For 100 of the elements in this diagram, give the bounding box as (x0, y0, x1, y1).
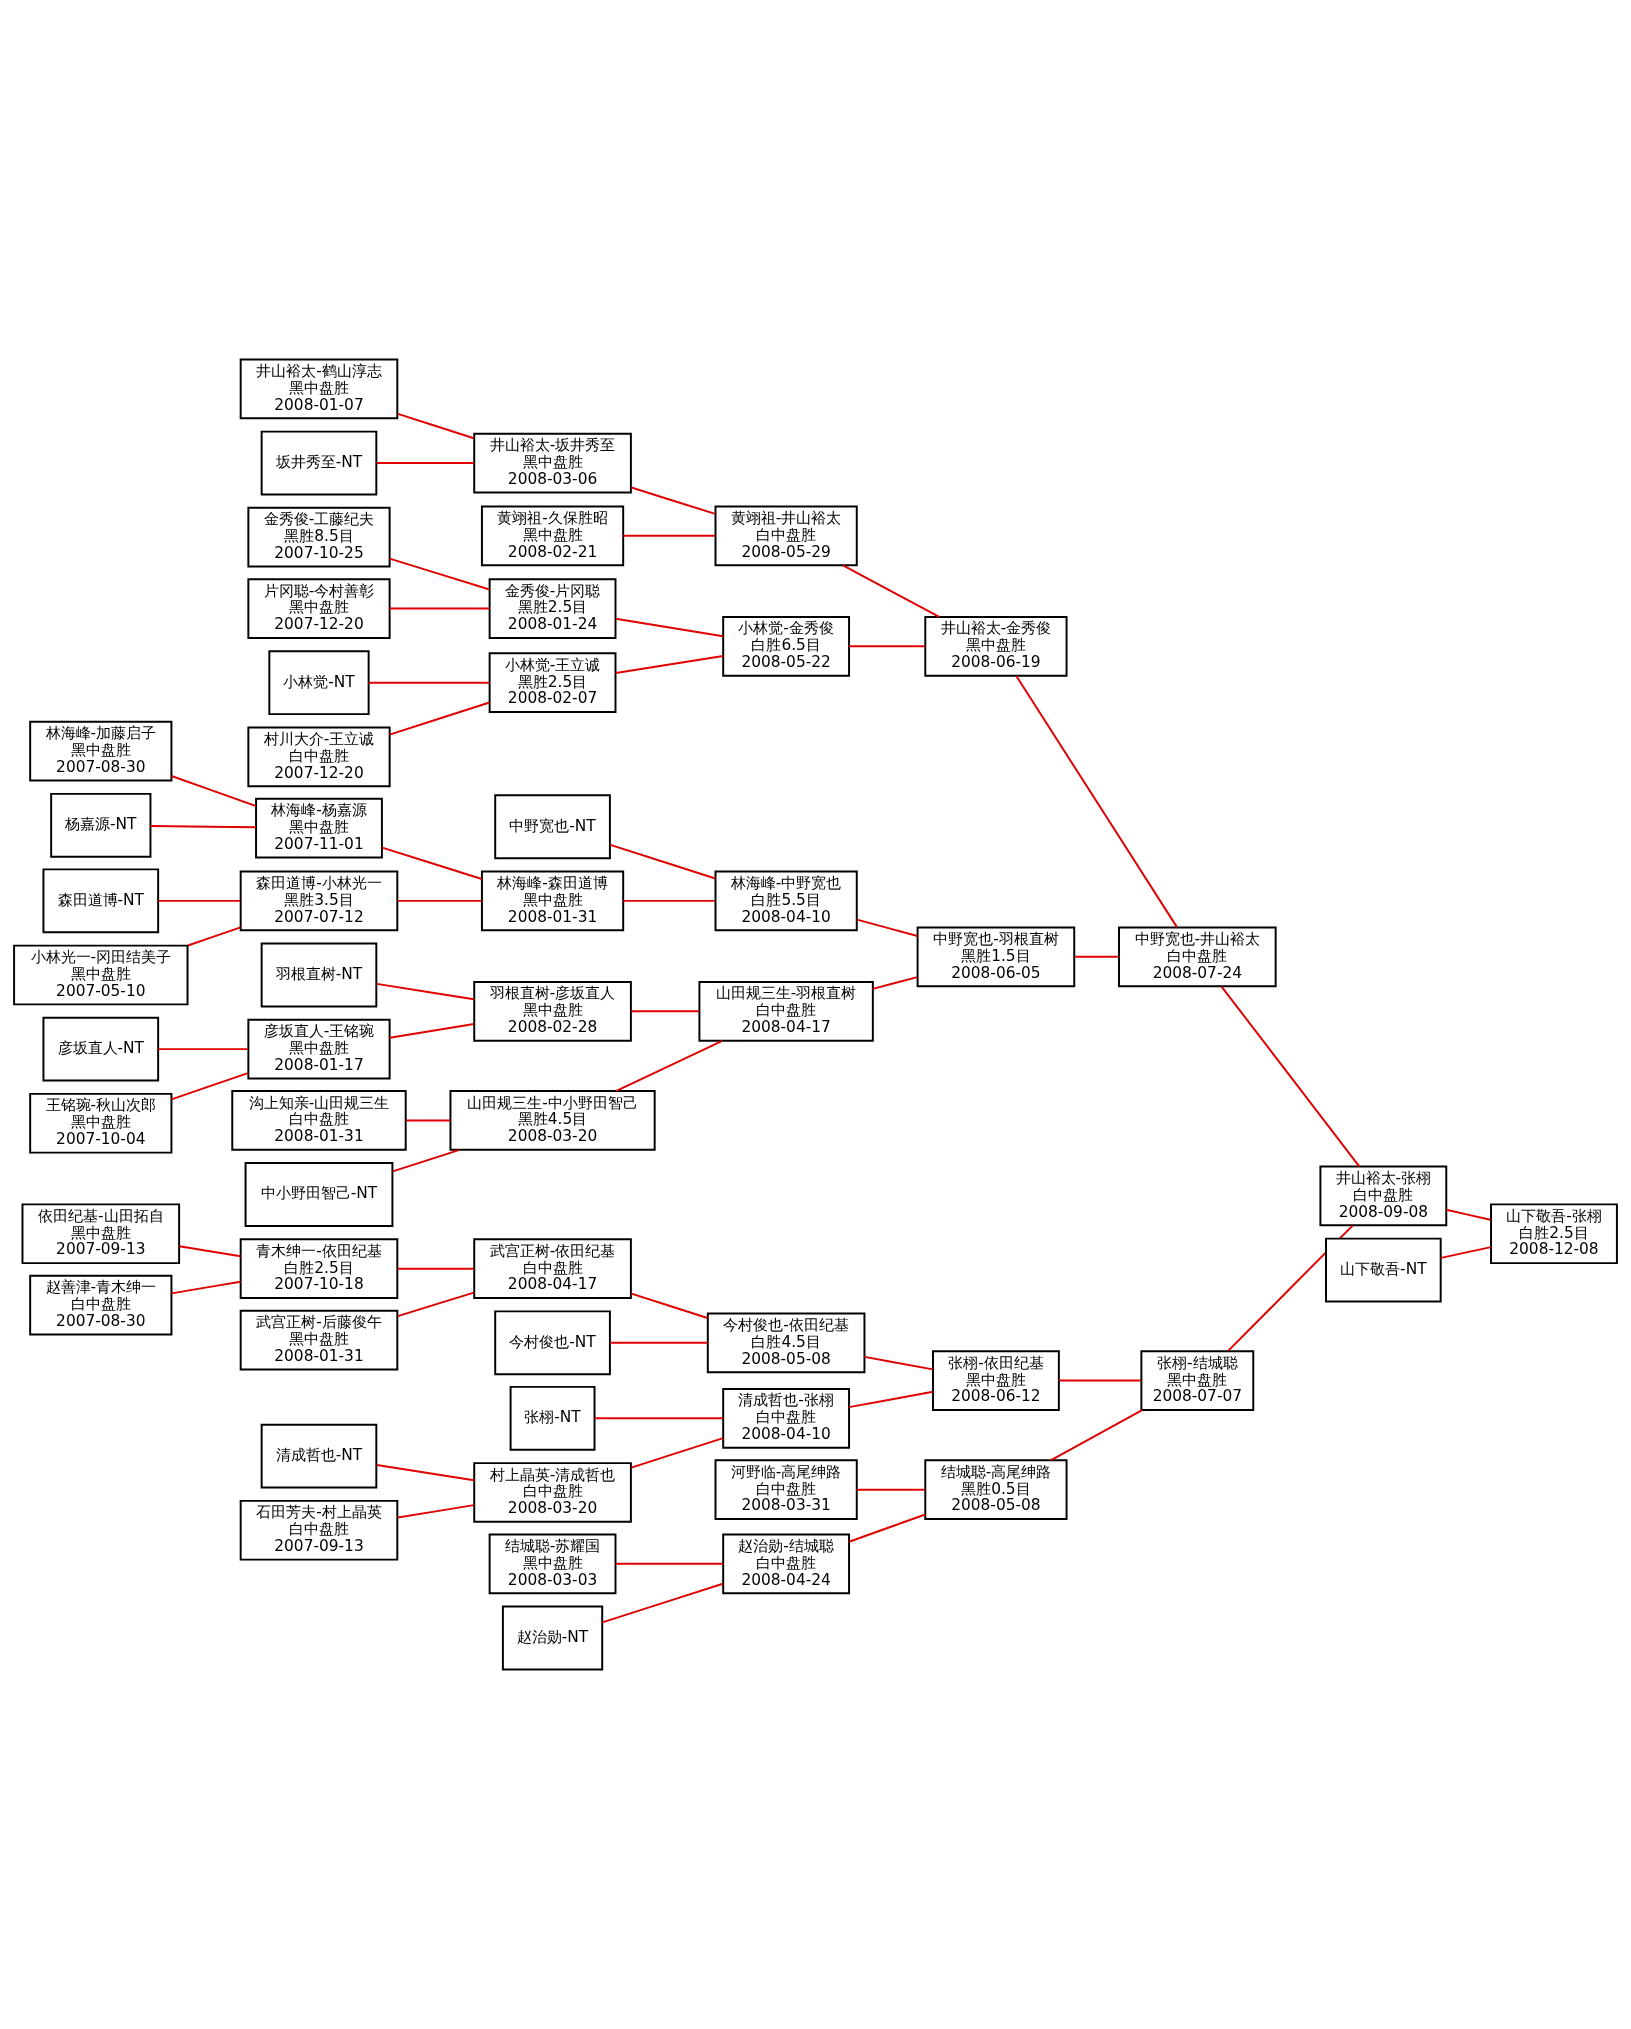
connector (614, 617, 725, 638)
node-box: 彦坂直人-王铭琬 黑中盘胜 2008-01-17 (247, 1018, 391, 1080)
node-box: 河野临-高尾绅路 白中盘胜 2008-03-31 (714, 1459, 858, 1521)
connector (367, 681, 491, 684)
node-box: 林海峰-杨嘉源 黑中盘胜 2007-11-01 (255, 797, 383, 859)
node-box: 清成哲也-张栩 白中盘胜 2008-04-10 (722, 1388, 851, 1449)
connector (170, 775, 257, 808)
connector (157, 1048, 249, 1051)
node-box: 井山裕太-鹤山淳志 黑中盘胜 2008-01-07 (239, 358, 399, 420)
node-box: 井山裕太-金秀俊 黑中盘胜 2008-06-19 (924, 615, 1068, 677)
node-box: 小林觉-NT (268, 650, 370, 716)
connector (842, 564, 941, 618)
node-box: 林海峰-加藤启子 黑中盘胜 2007-08-30 (29, 720, 173, 782)
node-box: 沟上知亲-山田规三生 白中盘胜 2008-01-31 (231, 1090, 407, 1151)
node-box: 森田道博-NT (42, 868, 160, 934)
connector (391, 1148, 461, 1173)
node-box: 张栩-结城聪 黑中盘胜 2008-07-07 (1140, 1350, 1255, 1411)
node-box: 山田规三生-中小野田智己 黑胜4.5目 2008-03-20 (449, 1090, 656, 1151)
connector (388, 557, 491, 591)
node-box: 村川大介-王立诚 白中盘胜 2007-12-20 (247, 726, 391, 788)
connector (848, 1513, 927, 1543)
node-box: 小林光一-冈田结美子 黑中盘胜 2007-05-10 (13, 944, 189, 1006)
connector (1440, 1246, 1492, 1259)
connector (856, 918, 919, 937)
node-box: 赵治勋-结城聪 白中盘胜 2008-04-24 (722, 1533, 851, 1595)
node-box: 中野宽也-井山裕太 白中盘胜 2008-07-24 (1118, 926, 1277, 988)
node-box: 依田纪基-山田拓自 黑中盘胜 2007-09-13 (21, 1203, 181, 1265)
connector (375, 462, 475, 465)
node-box: 石田芳夫-村上晶英 白中盘胜 2007-09-13 (239, 1499, 399, 1561)
node-box: 赵善津-青木绅一 白中盘胜 2007-08-30 (29, 1274, 173, 1336)
node-box: 彦坂直人-NT (42, 1016, 160, 1082)
connector (405, 1119, 452, 1122)
connector (396, 1504, 475, 1519)
connector (848, 1390, 934, 1409)
connector (609, 1341, 709, 1344)
node-box: 羽根直树-彦坂直人 黑中盘胜 2008-02-28 (473, 981, 632, 1042)
node-box: 结城聪-高尾绅路 黑胜0.5目 2008-05-08 (924, 1459, 1068, 1521)
connector (1073, 955, 1120, 958)
node-box: 武宫正树-依田纪基 白中盘胜 2008-04-17 (473, 1238, 632, 1300)
connector (614, 1562, 725, 1565)
node-box: 金秀俊-工藤纪夫 黑胜8.5目 2007-10-25 (247, 506, 391, 568)
node-box: 张栩-依田纪基 黑中盘胜 2008-06-12 (932, 1350, 1060, 1411)
connector (381, 846, 483, 880)
node-box: 中野宽也-NT (494, 794, 611, 860)
connector (871, 976, 919, 990)
connector (157, 899, 242, 902)
node-box: 山下敬吾-张栩 白胜2.5目 2008-12-08 (1490, 1203, 1618, 1265)
connector (1220, 985, 1361, 1168)
node-box: 小林觉-王立诚 黑胜2.5目 2008-02-07 (488, 652, 617, 714)
connector (170, 1072, 249, 1101)
connector (149, 825, 257, 829)
node-box: 井山裕太-张栩 白中盘胜 2008-09-08 (1319, 1165, 1448, 1227)
connector (1015, 675, 1178, 929)
node-box: 清成哲也-NT (260, 1423, 378, 1489)
node-box: 羽根直树-NT (260, 942, 378, 1008)
connector (630, 1292, 709, 1319)
connector (388, 701, 491, 736)
connector (396, 412, 475, 440)
connector (1058, 1379, 1142, 1382)
connector (601, 1582, 724, 1624)
node-box: 林海峰-中野宽也 白胜5.5目 2008-04-10 (714, 870, 858, 932)
connector (396, 1291, 475, 1318)
node-box: 武宫正树-后藤俊午 黑中盘胜 2008-01-31 (239, 1309, 399, 1371)
connector (388, 607, 491, 610)
connector (630, 1010, 701, 1013)
node-box: 坂井秀至-NT (260, 430, 378, 496)
node-box: 张栩-NT (509, 1385, 596, 1451)
node-box: 杨嘉源-NT (50, 792, 152, 858)
node-box: 山下敬吾-NT (1325, 1237, 1442, 1303)
connector (593, 1417, 725, 1420)
connector (1227, 1224, 1354, 1352)
node-box: 森田道博-小林光一 黑胜3.5目 2007-07-12 (239, 870, 399, 932)
node-box: 王铭琬-秋山次郎 黑中盘胜 2007-10-04 (29, 1092, 173, 1154)
connector (630, 486, 717, 515)
node-box: 片冈聪-今村善彰 黑中盘胜 2007-12-20 (247, 578, 391, 639)
connector (170, 1280, 242, 1295)
connector (614, 655, 725, 674)
node-box: 今村俊也-依田纪基 白胜4.5目 2008-05-08 (706, 1312, 866, 1374)
node-box: 山田规三生-羽根直树 白中盘胜 2008-04-17 (698, 981, 874, 1042)
node-box: 黄翊祖-井山裕太 白中盘胜 2008-05-29 (714, 505, 858, 567)
node-box: 黄翊祖-久保胜昭 黑中盘胜 2008-02-21 (480, 505, 625, 567)
node-box: 青木绅一-依田纪基 白胜2.5目 2007-10-18 (239, 1238, 399, 1300)
connector (630, 1437, 725, 1469)
connector (609, 843, 717, 880)
node-box: 井山裕太-坂井秀至 黑中盘胜 2008-03-06 (473, 432, 632, 494)
node-box: 结城聪-苏耀国 黑中盘胜 2008-03-03 (488, 1533, 617, 1595)
connector (856, 1488, 927, 1491)
node-box: 金秀俊-片冈聪 黑胜2.5目 2008-01-24 (488, 578, 617, 639)
connector (186, 926, 242, 947)
connector (622, 534, 717, 537)
connector (615, 1039, 724, 1092)
node-box: 中野宽也-羽根直树 黑胜1.5目 2008-06-05 (916, 926, 1076, 988)
connector (396, 1267, 475, 1270)
connector (375, 982, 475, 1001)
connector (1050, 1409, 1144, 1462)
connector (375, 1464, 475, 1482)
node-box: 小林觉-金秀俊 白胜6.5目 2008-05-22 (722, 615, 851, 677)
connector (396, 899, 483, 902)
node-box: 赵治勋-NT (501, 1605, 604, 1671)
connector (622, 899, 717, 902)
